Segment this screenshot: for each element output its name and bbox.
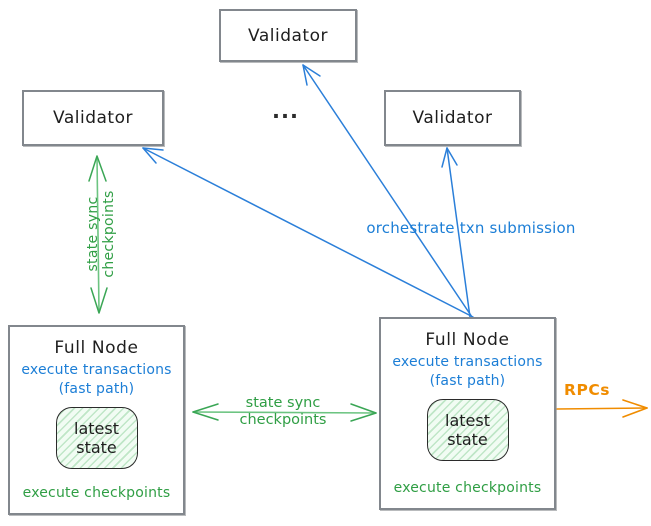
full-node-title: Full Node <box>425 330 510 350</box>
execute-transactions-label: execute transactions (fast path) <box>21 361 171 399</box>
execute-checkpoints-label: execute checkpoints <box>393 480 542 496</box>
validator-label: Validator <box>412 108 493 128</box>
full-node-title: Full Node <box>54 338 139 358</box>
state-sync-horizontal-line1: state sync <box>245 395 321 411</box>
rpcs-label: RPCs <box>564 381 610 399</box>
execute-transactions-line2: (fast path) <box>58 381 135 397</box>
validator-node-right: Validator <box>384 90 521 146</box>
rpcs-arrow <box>556 399 648 418</box>
state-sync-horizontal-line2: checkpoints <box>239 412 327 428</box>
state-sync-vertical-line1: state sync <box>85 196 101 272</box>
state-sync-horizontal-label: state sync checkpoints <box>240 395 327 429</box>
latest-state-box: latest state <box>426 399 509 461</box>
validator-label: Validator <box>53 108 133 128</box>
full-node-left: Full Node execute transactions (fast pat… <box>8 325 185 515</box>
validator-node-top: Validator <box>219 9 357 62</box>
execute-checkpoints-label: execute checkpoints <box>22 485 171 501</box>
execute-transactions-line1: execute transactions <box>21 362 172 378</box>
state-sync-vertical-line2: checkpoints <box>101 190 117 278</box>
execute-transactions-line1: execute transactions <box>392 354 543 370</box>
validator-node-left: Validator <box>22 90 164 146</box>
validator-label: Validator <box>248 25 328 46</box>
execute-transactions-label: execute transactions (fast path) <box>392 353 542 391</box>
full-node-right: Full Node execute transactions (fast pat… <box>379 317 556 510</box>
state-sync-vertical-label: state sync checkpoints <box>85 174 117 294</box>
latest-state-line1: latest <box>445 411 490 430</box>
orchestrate-txn-submission-label: orchestrate txn submission <box>366 219 576 237</box>
latest-state-line2: state <box>76 438 117 457</box>
latest-state-line1: latest <box>74 419 119 438</box>
execute-transactions-line2: (fast path) <box>429 373 506 389</box>
more-validators-ellipsis: ... <box>272 99 299 123</box>
latest-state-line2: state <box>447 430 488 449</box>
latest-state-box: latest state <box>55 407 138 469</box>
